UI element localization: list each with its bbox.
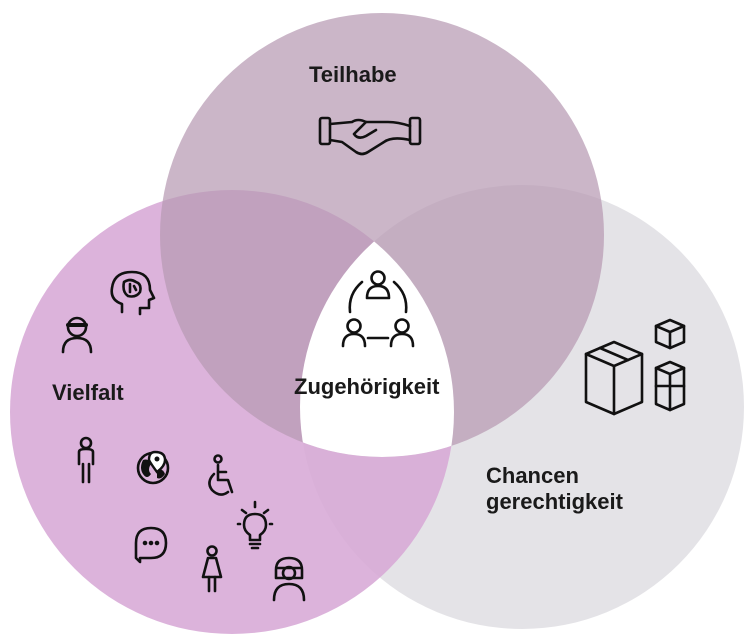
person-female-icon <box>201 545 223 593</box>
group-cycle-icon <box>341 270 415 348</box>
brain-head-icon <box>110 270 156 316</box>
lightbulb-icon <box>236 500 274 550</box>
label-zugehoerigkeit: Zugehörigkeit <box>294 374 440 399</box>
wheelchair-icon <box>208 454 234 496</box>
handshake-icon <box>318 116 422 156</box>
person-male-icon <box>77 436 95 484</box>
label-teilhabe: Teilhabe <box>309 62 397 87</box>
person-headscarf-icon <box>272 556 306 602</box>
globe-pin-icon <box>136 450 170 485</box>
boxes-icon <box>584 318 686 416</box>
label-vielfalt: Vielfalt <box>52 380 124 405</box>
circle-teilhabe <box>160 13 604 457</box>
person-sunglasses-icon <box>61 316 93 354</box>
speech-bubble-icon <box>134 526 168 564</box>
label-chancengerechtigkeit: Chancen gerechtigkeit <box>486 463 623 515</box>
label-chancengerechtigkeit-line1: Chancen <box>486 463 579 488</box>
label-chancengerechtigkeit-line2: gerechtigkeit <box>486 489 623 514</box>
